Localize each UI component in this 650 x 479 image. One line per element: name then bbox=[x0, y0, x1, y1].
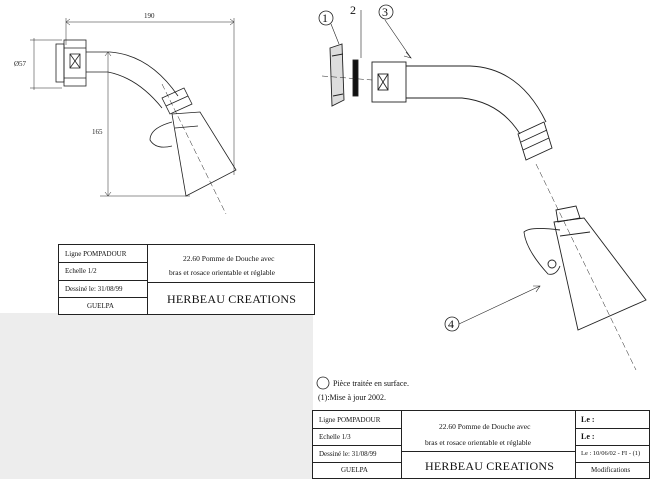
description-line-1: 22.60 Pomme de Douche avec bbox=[439, 422, 531, 431]
title-block-left: Ligne POMPADOUR Echelle 1/2 Dessiné le: … bbox=[58, 244, 315, 315]
dim-height-label: 165 bbox=[92, 128, 103, 136]
ligne-label: Ligne POMPADOUR bbox=[65, 250, 127, 258]
echelle-label: Echelle 1/2 bbox=[65, 267, 97, 275]
description-line-1: 22.60 Pomme de Douche avec bbox=[183, 254, 275, 263]
echelle-label: Echelle 1/3 bbox=[319, 433, 351, 441]
le-field-1: Le : bbox=[581, 415, 595, 424]
designer-label: GUELPA bbox=[341, 466, 368, 474]
blank-area bbox=[0, 313, 313, 479]
description-line-2: bras et rosace orientable et réglable bbox=[425, 438, 531, 447]
title-block-right: Ligne POMPADOUR Echelle 1/3 Dessiné le: … bbox=[312, 410, 650, 479]
dim-diameter-label: Ø57 bbox=[14, 60, 27, 68]
modifications-label: Modifications bbox=[591, 466, 631, 474]
company-name: HERBEAU CREATIONS bbox=[167, 292, 297, 306]
note-update: (1):Mise à jour 2002. bbox=[318, 393, 386, 402]
left-shower-drawing bbox=[30, 18, 237, 215]
le-field-3: Le : 10/06/02 - FI - (1) bbox=[581, 450, 641, 457]
right-shower-exploded-view bbox=[316, 4, 647, 390]
designer-label: GUELPA bbox=[87, 302, 114, 310]
callout-2: 2 bbox=[350, 3, 356, 17]
callout-3: 3 bbox=[382, 5, 388, 19]
callout-1: 1 bbox=[322, 11, 328, 25]
dessine-label: Dessiné le: 31/08/99 bbox=[65, 285, 123, 293]
note-surface-treated: Pièce traitée en surface. bbox=[333, 379, 409, 388]
description-line-2: bras et rosace orientable et réglable bbox=[169, 268, 275, 277]
callout-4: 4 bbox=[448, 317, 454, 331]
dessine-label: Dessiné le: 31/08/99 bbox=[319, 450, 377, 458]
le-field-2: Le : bbox=[581, 432, 595, 441]
dim-width-label: 190 bbox=[144, 12, 155, 20]
ligne-label: Ligne POMPADOUR bbox=[319, 416, 381, 424]
company-name: HERBEAU CREATIONS bbox=[425, 459, 555, 473]
